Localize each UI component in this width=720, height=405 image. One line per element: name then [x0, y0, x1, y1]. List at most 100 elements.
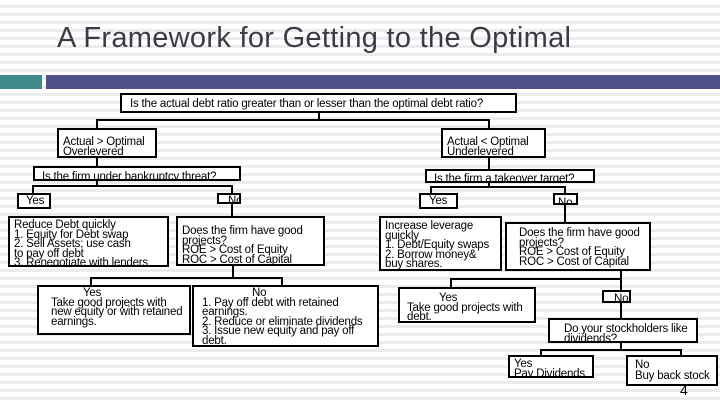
- action-line: buy shares.: [385, 258, 443, 270]
- projects-no-box: No: [602, 290, 631, 303]
- action-line: earnings.: [202, 306, 248, 318]
- action-line: new equity or with retained: [51, 306, 183, 318]
- question-text: Is the firm under bankruptcy threat?: [42, 171, 217, 181]
- page-number: 4: [680, 382, 688, 398]
- connector: [96, 157, 98, 167]
- question-line: Does the firm have good: [519, 227, 640, 239]
- reduce-debt-box: Reduce Debt quickly 1. Equity for Debt s…: [8, 216, 169, 267]
- connector: [450, 278, 452, 288]
- action-line: debt.: [202, 334, 227, 347]
- connector: [620, 278, 622, 291]
- action-line: Increase leverage: [385, 220, 474, 232]
- title-accent-bar-teal: [0, 75, 42, 89]
- question-line: ROC > Cost of Capital: [182, 253, 292, 266]
- yes-heading: Yes: [83, 287, 102, 299]
- projects-yes-debt-box: Yes Take good projects with debt.: [398, 287, 536, 323]
- projects-yes-equity-box: Yes Take good projects with new equity o…: [37, 285, 191, 335]
- connector: [32, 185, 34, 194]
- slide-title: A Framework for Getting to the Optimal: [57, 22, 572, 54]
- action-line: quickly: [385, 229, 419, 242]
- action-line: 2. Borrow money&: [385, 248, 477, 261]
- connector: [430, 186, 432, 194]
- action-line: 1. Debt/Equity swaps: [385, 239, 490, 251]
- question-text: Is the firm a takeover target?: [434, 173, 575, 183]
- takeover-yes-box: Yes: [419, 193, 458, 209]
- projects-no-paydebt-box: No 1. Pay off debt with retained earning…: [192, 285, 379, 347]
- connector: [488, 181, 490, 187]
- question-line: projects?: [182, 234, 227, 247]
- title-accent-bar-purple: [46, 75, 720, 89]
- no-label: No: [558, 197, 573, 205]
- state-line: Actual < Optimal: [447, 136, 529, 148]
- question-line: ROE > Cost of Equity: [182, 244, 288, 256]
- yes-label: Yes: [429, 195, 448, 207]
- action-line: 3. Renegotiate with lenders: [14, 257, 148, 267]
- underlevered-box: Actual < Optimal Underlevered: [441, 128, 546, 158]
- connector: [96, 119, 98, 129]
- connector: [488, 157, 490, 170]
- action-line: Take good projects with: [407, 301, 523, 314]
- no-heading: No: [252, 287, 267, 299]
- takeover-question-box: Is the firm a takeover target?: [425, 169, 595, 183]
- connector: [90, 277, 92, 286]
- action-line: Take good projects with: [51, 296, 167, 309]
- yes-heading: Yes: [514, 358, 533, 370]
- overlevered-box: Actual > Optimal Overlevered: [57, 128, 157, 158]
- connector: [620, 342, 622, 350]
- connector: [90, 277, 282, 279]
- action-line: earnings.: [51, 315, 97, 328]
- connector: [488, 119, 490, 129]
- yes-label: Yes: [26, 195, 45, 207]
- buy-back-stock-box: No Buy back stock: [626, 355, 718, 386]
- connector: [680, 349, 682, 356]
- connector: [232, 264, 234, 278]
- connector: [430, 186, 565, 188]
- yes-heading: Yes: [439, 292, 458, 304]
- connector: [620, 302, 622, 319]
- action-line: 2. Sell Assets; use cash: [14, 238, 131, 250]
- connector: [450, 278, 622, 280]
- action-line: 1. Equity for Debt swap: [14, 228, 129, 241]
- connector: [32, 185, 232, 187]
- root-question-box: Is the actual debt ratio greater than or…: [120, 93, 517, 113]
- connector: [231, 202, 233, 217]
- action-line: 1. Pay off debt with retained: [202, 296, 339, 309]
- action-line: to pay off debt: [14, 247, 84, 260]
- connector: [564, 204, 566, 223]
- connector: [281, 277, 283, 286]
- question-line: dividends?: [564, 332, 617, 343]
- question-line: ROC > Cost of Capital: [519, 255, 629, 268]
- question-line: ROE > Cost of Equity: [519, 246, 625, 258]
- bankruptcy-no-box: No: [217, 193, 241, 204]
- question-line: Does the firm have good: [182, 225, 303, 237]
- good-projects-question-left: Does the firm have good projects? ROE > …: [176, 216, 325, 266]
- connector: [540, 349, 682, 351]
- connector: [96, 179, 98, 186]
- state-line: Overlevered: [63, 145, 124, 158]
- increase-leverage-box: Increase leverage quickly 1. Debt/Equity…: [379, 216, 502, 271]
- state-line: Actual > Optimal: [63, 136, 145, 148]
- question-line: Do your stockholders like: [564, 323, 688, 335]
- good-projects-question-right: Does the firm have good projects? ROE > …: [505, 222, 651, 271]
- takeover-no-box: No: [553, 193, 578, 205]
- action-line: Reduce Debt quickly: [14, 219, 116, 231]
- connector: [96, 119, 489, 121]
- root-question-text: Is the actual debt ratio greater than or…: [130, 98, 484, 110]
- no-label: No: [614, 293, 629, 303]
- no-label: No: [228, 195, 241, 204]
- no-heading: No: [635, 359, 650, 371]
- bankruptcy-yes-box: Yes: [17, 193, 51, 209]
- action-line: Pay Dividends: [514, 367, 585, 378]
- bankruptcy-question-box: Is the firm under bankruptcy threat?: [33, 166, 241, 181]
- action-line: 2. Reduce or eliminate dividends: [202, 315, 363, 328]
- connector: [318, 112, 320, 120]
- connector: [540, 349, 542, 356]
- connector: [231, 185, 233, 194]
- action-line: Buy back stock: [635, 370, 710, 382]
- action-line: 3. Issue new equity and pay off: [202, 325, 355, 337]
- state-line: Underlevered: [447, 145, 514, 158]
- connector: [564, 186, 566, 194]
- action-line: debt.: [407, 311, 432, 323]
- connector: [620, 269, 622, 279]
- dividend-question-box: Do your stockholders like dividends?: [548, 318, 698, 343]
